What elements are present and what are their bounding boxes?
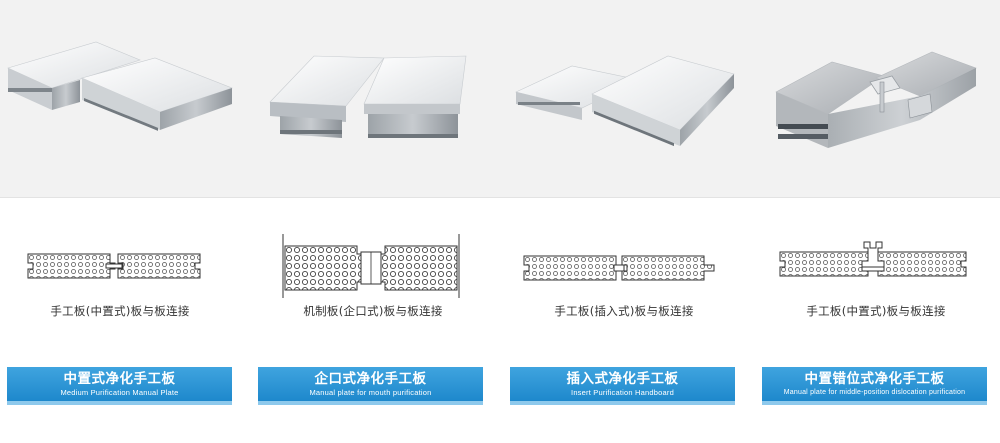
product-caption-4: 手工板(中置式)板与板连接: [806, 304, 946, 318]
tongue-groove-panel-photo-icon: [269, 55, 467, 138]
product-label-1[interactable]: 中置式净化手工板 Medium Purification Manual Plat…: [7, 367, 232, 401]
product-title-en-3: Insert Purification Handboard: [571, 388, 674, 397]
mid-dislocation-panel-photo-icon: [775, 51, 977, 148]
insert-diagram-icon: [523, 255, 715, 281]
mid-joint-diagram-icon: [27, 253, 201, 279]
joint-diagram-4: [768, 232, 978, 302]
panel-photo-3: [508, 30, 748, 170]
product-title-en-2: Manual plate for mouth purification: [309, 388, 432, 397]
insert-panel-photo-icon: [515, 55, 735, 147]
product-title-cn-2: 企口式净化手工板: [314, 371, 427, 387]
joint-diagram-3: [514, 232, 724, 302]
section-divider: [0, 197, 1000, 198]
product-title-cn-1: 中置式净化手工板: [63, 371, 176, 387]
product-caption-3: 手工板(插入式)板与板连接: [554, 304, 694, 318]
product-title-cn-3: 插入式净化手工板: [566, 371, 679, 387]
joint-diagram-1: [14, 232, 224, 302]
tongue-groove-diagram-icon: [282, 234, 460, 298]
product-title-en-4: Manual plate for middle-position disloca…: [783, 389, 966, 396]
product-caption-1: 手工板(中置式)板与板连接: [50, 304, 190, 318]
panel-photo-1: [0, 30, 240, 170]
panel-photo-2: [256, 30, 496, 170]
product-title-en-1: Medium Purification Manual Plate: [60, 388, 179, 397]
product-label-3[interactable]: 插入式净化手工板 Insert Purification Handboard: [510, 367, 735, 401]
product-label-4[interactable]: 中置错位式净化手工板 Manual plate for middle-posit…: [762, 367, 987, 401]
product-label-2[interactable]: 企口式净化手工板 Manual plate for mouth purifica…: [258, 367, 483, 401]
mid-dislocation-diagram-icon: [779, 241, 967, 277]
product-caption-2: 机制板(企口式)板与板连接: [303, 304, 443, 318]
mid-joint-panel-photo-icon: [7, 41, 233, 131]
panel-photo-4: [760, 30, 1000, 170]
product-title-cn-4: 中置错位式净化手工板: [804, 371, 945, 387]
joint-diagram-2: [273, 232, 483, 302]
